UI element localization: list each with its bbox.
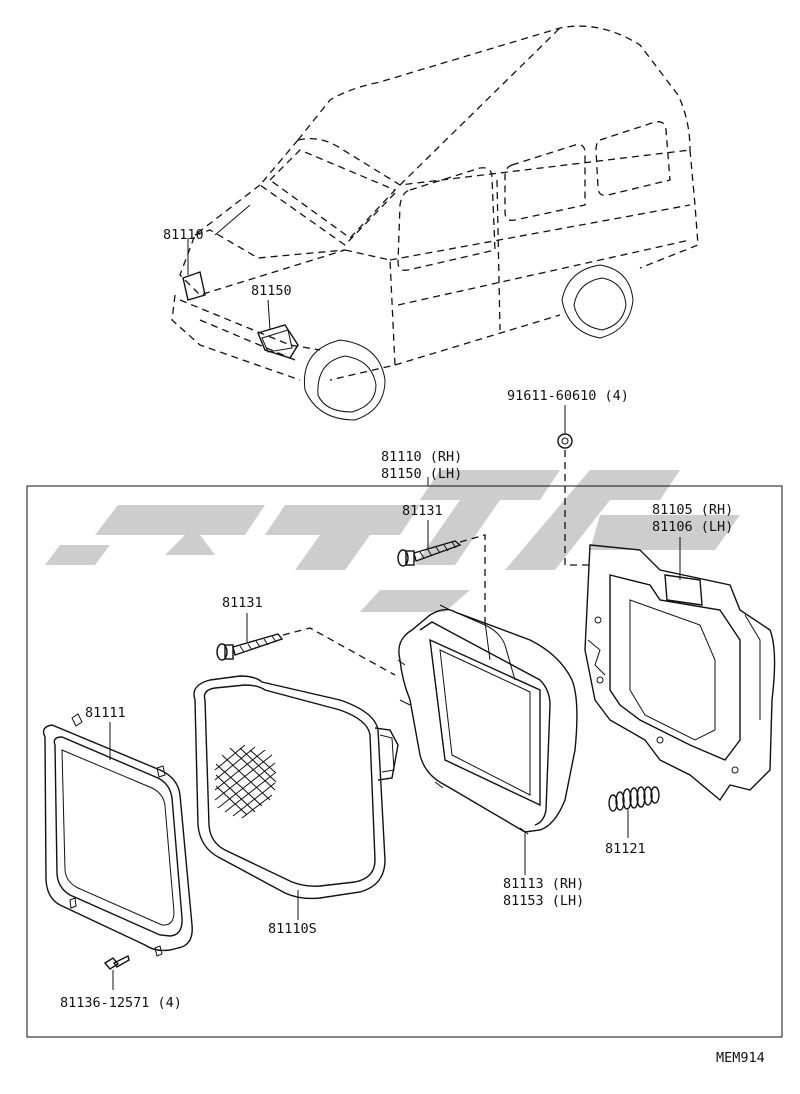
screw-upper-icon [397, 520, 486, 625]
label-assy-rh: 81110 (RH) [381, 449, 462, 465]
screw-left-icon [216, 613, 396, 676]
leader-81150 [267, 299, 271, 331]
rim-icon [42, 713, 193, 957]
spring-icon [608, 786, 660, 838]
rim-screw-icon [103, 954, 130, 990]
label-body-rh: 81113 (RH) [503, 876, 584, 892]
label-bracket-lh: 81106 (LH) [652, 519, 733, 535]
label-body-lh: 81153 (LH) [503, 893, 584, 909]
sealed-beam-icon [193, 675, 399, 920]
label-assy-lh: 81150 (LH) [381, 466, 462, 482]
label-screw-left: 81131 [222, 595, 263, 611]
label-rim: 81111 [85, 705, 126, 721]
label-rim-screw: 81136-12571 (4) [60, 995, 182, 1011]
nut-icon [557, 405, 590, 566]
van-illustration [171, 25, 699, 421]
lamp-body-icon [397, 604, 578, 875]
label-vehicle-lamp-lh: 81150 [251, 283, 292, 299]
label-spring: 81121 [605, 841, 646, 857]
label-vehicle-lamp-rh: 81110 [163, 227, 204, 243]
leader-81110 [214, 204, 251, 236]
label-nut: 91611-60610 (4) [507, 388, 629, 404]
bracket-icon [584, 537, 776, 802]
label-sealed-beam: 81110S [268, 921, 317, 937]
label-screw-upper: 81131 [402, 503, 443, 519]
diagram-code: MEM914 [716, 1050, 765, 1066]
label-bracket-rh: 81105 (RH) [652, 502, 733, 518]
detail-frame [26, 485, 783, 1038]
watermark-logo [45, 470, 740, 612]
